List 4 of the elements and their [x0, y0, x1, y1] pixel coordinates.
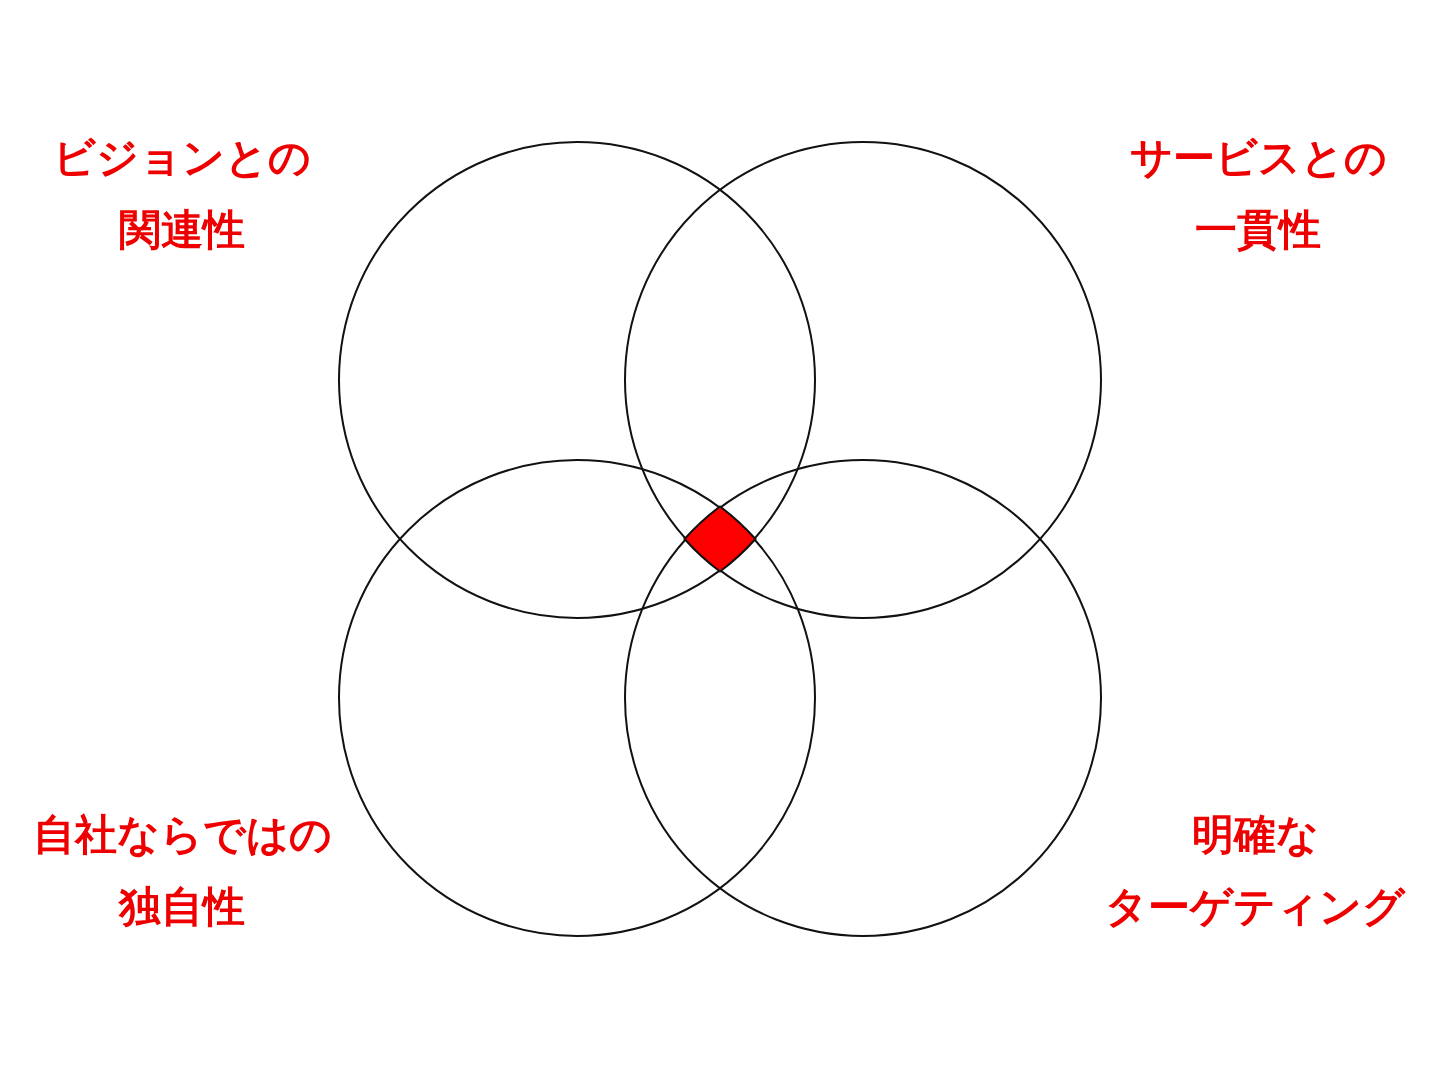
circle-caption: サービスとの一貫性: [1129, 132, 1387, 256]
circle-caption: ビジョンとの関連性: [53, 132, 311, 256]
circle-caption: 自社ならではの独自性: [32, 809, 332, 933]
circle-caption: 明確なターゲティング: [1105, 809, 1405, 933]
